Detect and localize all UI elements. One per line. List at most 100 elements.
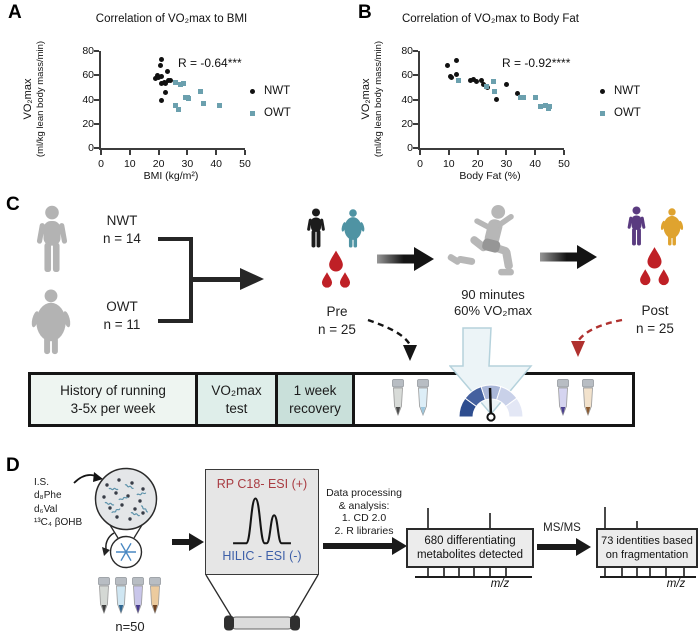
- data-point-owt: [518, 94, 524, 100]
- x-tick-label: 0: [98, 158, 104, 170]
- metabolites-detected-box: 680 differentiating metabolites detected: [406, 528, 534, 568]
- data-point-nwt: [158, 98, 164, 104]
- rp-c18-esi-label: RP C18- ESI (+): [216, 477, 308, 491]
- data-point-nwt: [480, 82, 486, 88]
- data-point-owt: [492, 88, 498, 94]
- owt-marker-icon: [600, 110, 605, 116]
- post-person-gold-icon: [660, 208, 684, 246]
- panel-d-label: D: [6, 455, 20, 476]
- scatter-chart-bodyfat: Correlation of VO₂max to Body Fat VO₂max…: [350, 0, 700, 195]
- x-tick-label: 30: [500, 158, 513, 170]
- bracket-arrow-shaft: [193, 277, 240, 282]
- vo2max-test-line1: VO₂max: [211, 383, 262, 398]
- x-tick: [419, 150, 421, 155]
- data-point-owt: [180, 81, 186, 87]
- nwt-group-label: NWT n = 14: [90, 212, 154, 248]
- nwt-marker-icon: [250, 88, 255, 94]
- y-axis-label-line2: (ml/kg lean body mass/min): [373, 40, 384, 158]
- x-tick: [157, 150, 160, 155]
- data-point-nwt: [157, 63, 163, 69]
- bracket-arrowhead: [240, 268, 264, 290]
- panel-b-label: B: [358, 2, 372, 23]
- x-tick: [447, 150, 450, 155]
- data-point-nwt: [493, 97, 499, 102]
- post-label: Post: [641, 303, 669, 318]
- data-point-nwt: [156, 75, 162, 81]
- overweight-person-icon: [31, 289, 71, 355]
- x-tick: [215, 150, 218, 155]
- data-point-owt: [542, 103, 548, 109]
- timeline-box-recovery: 1 week recovery: [275, 372, 355, 427]
- data-point-nwt: [453, 58, 459, 64]
- data-point-owt: [456, 78, 462, 84]
- metabolites-line2: metabolites detected: [416, 549, 524, 561]
- processing-line: & analysis:: [338, 499, 390, 512]
- x-tick-label: 10: [123, 158, 136, 170]
- pre-group-label: Pre n = 25: [305, 303, 369, 339]
- y-tick: [413, 147, 418, 149]
- y-tick-label: 0: [407, 142, 413, 154]
- x-tick-label: 50: [239, 158, 251, 170]
- data-point-owt: [538, 104, 544, 110]
- y-axis-label-line2: (ml/kg lean body mass/min): [35, 40, 46, 158]
- x-tick: [186, 150, 189, 155]
- recovery-line2: recovery: [289, 400, 341, 416]
- data-point-nwt: [449, 75, 455, 81]
- y-tick-label: 60: [82, 69, 94, 82]
- legend-entry-owt: OWT: [250, 102, 291, 124]
- data-point-nwt: [515, 90, 521, 96]
- flow-arrow: [540, 244, 597, 270]
- sample-tube-icon: [582, 379, 594, 417]
- data-point-nwt: [167, 77, 173, 83]
- panel-c-label: C: [6, 194, 20, 215]
- x-axis-label: BMI (kg/m²): [143, 170, 199, 182]
- y-tick: [413, 50, 418, 52]
- post-group-label: Post n = 25: [623, 302, 687, 338]
- owt-person-teal-icon: [341, 209, 365, 248]
- blood-drops-icon: [640, 247, 669, 286]
- owt-marker-icon: [250, 110, 255, 116]
- owt-label: OWT: [106, 299, 138, 314]
- exercise-to-gauge-arrow: [449, 327, 533, 416]
- exercise-label: 90 minutes 60% VO₂max: [442, 287, 544, 318]
- legend: NWT OWT: [250, 80, 291, 124]
- data-point-nwt: [163, 89, 169, 95]
- legend-label: OWT: [614, 107, 641, 119]
- y-tick-label: 20: [401, 117, 413, 130]
- data-point-nwt: [467, 77, 473, 83]
- y-tick: [94, 122, 99, 125]
- data-point-owt: [216, 103, 222, 109]
- data-point-nwt: [470, 77, 476, 82]
- y-tick-label: 80: [401, 45, 413, 57]
- pre-label: Pre: [326, 304, 348, 319]
- processing-line: Data processing: [326, 487, 402, 499]
- owt-n: n = 11: [103, 317, 141, 332]
- y-axis-label-line1: VO₂max: [360, 78, 372, 120]
- history-line1: History of running: [60, 383, 166, 398]
- pre-n: n = 25: [318, 322, 356, 337]
- intensity-gauge-icon: [458, 384, 524, 422]
- x-tick-label: 40: [210, 158, 223, 170]
- data-point-owt: [490, 78, 496, 84]
- sample-tube-icon: [132, 577, 144, 615]
- x-tick: [563, 150, 565, 155]
- data-point-owt: [197, 88, 203, 94]
- timeline-box-vo2max-test: VO₂max test: [195, 372, 278, 427]
- chart-title: Correlation of VO₂max to BMI: [95, 13, 248, 25]
- x-tick: [128, 150, 131, 155]
- y-tick-label: 20: [82, 117, 94, 130]
- y-tick-label: 40: [401, 93, 413, 106]
- recovery-line1: 1 week: [293, 383, 337, 398]
- processing-line: 2. R libraries: [334, 524, 394, 537]
- post-person-purple-icon: [627, 206, 646, 246]
- identities-line2: on fragmentation: [605, 549, 689, 561]
- legend-label: OWT: [264, 107, 291, 119]
- y-tick: [94, 147, 99, 149]
- y-tick-label: 40: [82, 93, 94, 106]
- x-tick: [534, 150, 537, 155]
- y-tick: [413, 122, 418, 125]
- sample-tube-icon: [115, 577, 127, 615]
- timeline-box-history: History of running 3-5x per week: [28, 372, 198, 427]
- data-point-nwt: [444, 63, 450, 69]
